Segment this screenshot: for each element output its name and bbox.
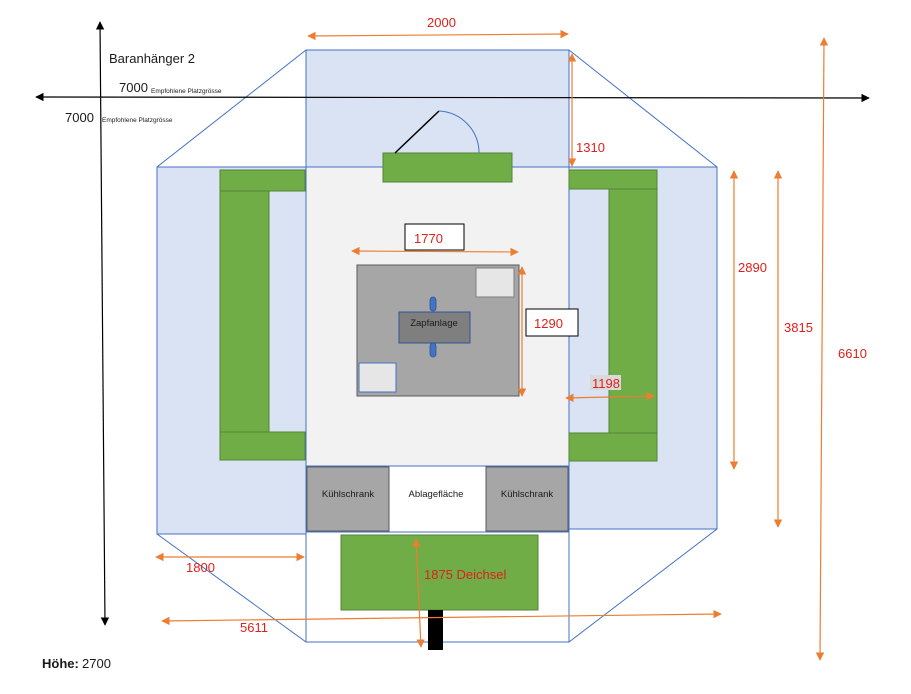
door-swing-arc: [438, 110, 480, 154]
label-box-1290: [525, 308, 579, 337]
height-footer-label: Höhe:: [42, 656, 79, 671]
shelf-label: Ablagefläche: [409, 489, 464, 500]
fridge-left-label: Kühlschrank: [322, 489, 375, 500]
front-zone: [305, 49, 570, 168]
left-bench-side: [219, 190, 270, 434]
dim-arrow-1198: [565, 391, 655, 403]
tap-handle-bottom: [429, 342, 437, 358]
label-box-1770: [404, 223, 465, 251]
width-value: 7000: [119, 80, 148, 95]
right-bench-top: [568, 169, 658, 190]
dim-arrow-6610: [815, 37, 829, 661]
right-bench-bottom: [568, 432, 658, 462]
table-box-bottom: [358, 362, 397, 393]
fridge-right: [485, 466, 569, 532]
table-box-top: [475, 267, 515, 298]
height-note: Empfohlene Platzgrösse: [102, 117, 173, 124]
dim-arrow-2000: [307, 29, 569, 41]
tap-handle-top: [429, 296, 437, 312]
height-axis-arrow: [95, 21, 110, 626]
label-box-1198: [590, 375, 621, 390]
dim-label-1290: 1290: [534, 316, 563, 331]
width-axis-arrow: [35, 92, 870, 103]
dim-label-1770: 1770: [414, 231, 443, 246]
fridge-right-label: Kühlschrank: [501, 489, 554, 500]
left-bench-bottom: [219, 431, 306, 461]
dim-label-3815: 3815: [784, 320, 813, 335]
dim-label-2000: 2000: [427, 15, 456, 30]
dim-label-6610: 6610: [838, 346, 867, 361]
drawbar-post: [428, 610, 443, 650]
dim-arrow-1770: [351, 246, 519, 257]
title: Baranhänger 2: [109, 51, 195, 66]
dim-label-5611: 5611: [240, 620, 268, 635]
dim-arrow-5611: [161, 609, 722, 626]
width-note: Empfohlene Platzgrösse: [151, 88, 222, 95]
dim-label-1310: 1310: [576, 140, 605, 155]
height-value: 7000: [65, 110, 94, 125]
dim-label-2890: 2890: [738, 260, 767, 275]
front-counter: [382, 152, 513, 183]
dim-arrow-1875: [412, 538, 425, 648]
height-footer-value: 2700: [82, 656, 111, 671]
dim-label-1800: 1800: [186, 560, 215, 575]
left-bench-top: [219, 169, 306, 192]
door-leaf: [394, 110, 440, 154]
drawbar-green: [340, 534, 539, 611]
dim-label-1875: 1875 Deichsel: [424, 567, 506, 582]
fridge-left: [306, 466, 390, 532]
dim-label-1198: 1198: [592, 376, 620, 391]
tap-label: Zapfanlage: [410, 318, 458, 329]
